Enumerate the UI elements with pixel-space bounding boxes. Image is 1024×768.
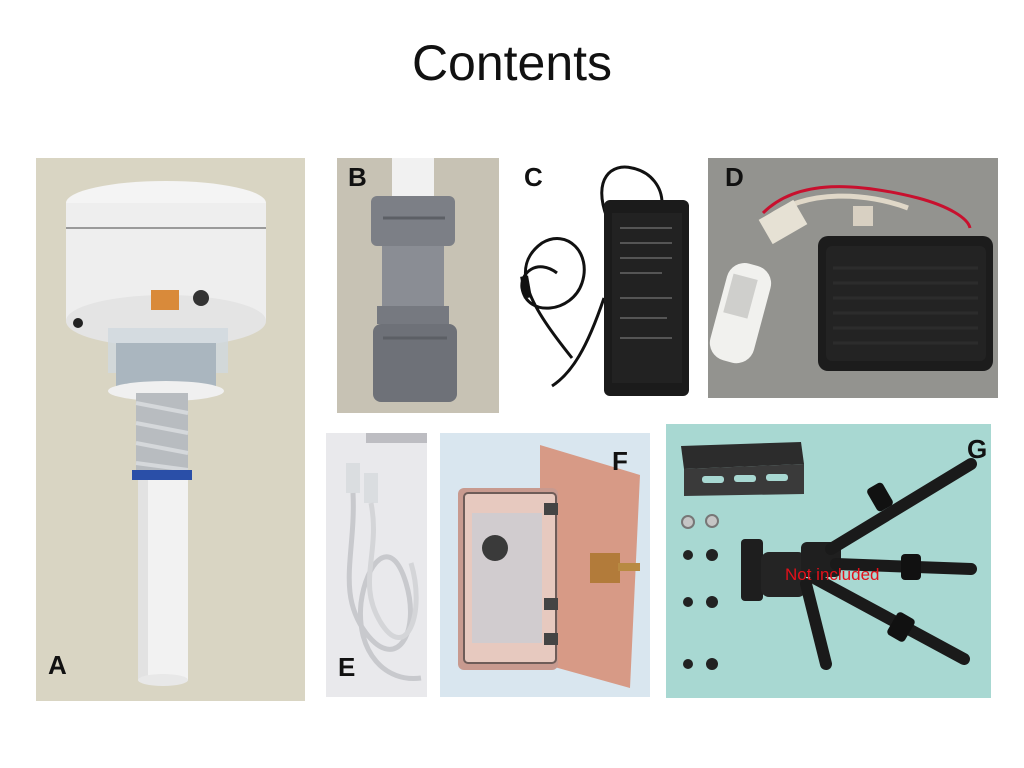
photo-g [666,424,991,698]
photo-b [337,158,499,413]
photo-e [326,433,427,697]
panel-label-a: A [48,650,67,680]
photo-f [440,433,650,697]
photo-c [512,158,694,403]
photo-d [708,158,998,398]
panel-label-g: G [967,434,988,464]
slide-title: Contents [411,35,613,91]
panel-label-b: B [348,162,367,192]
panel-label-c: C [524,162,543,192]
panel-label-f: F [612,446,628,476]
not-included-note: Not included [785,565,880,584]
panel-label-e: E [338,652,356,682]
photo-a [36,158,305,701]
panel-label-d: D [725,162,744,192]
